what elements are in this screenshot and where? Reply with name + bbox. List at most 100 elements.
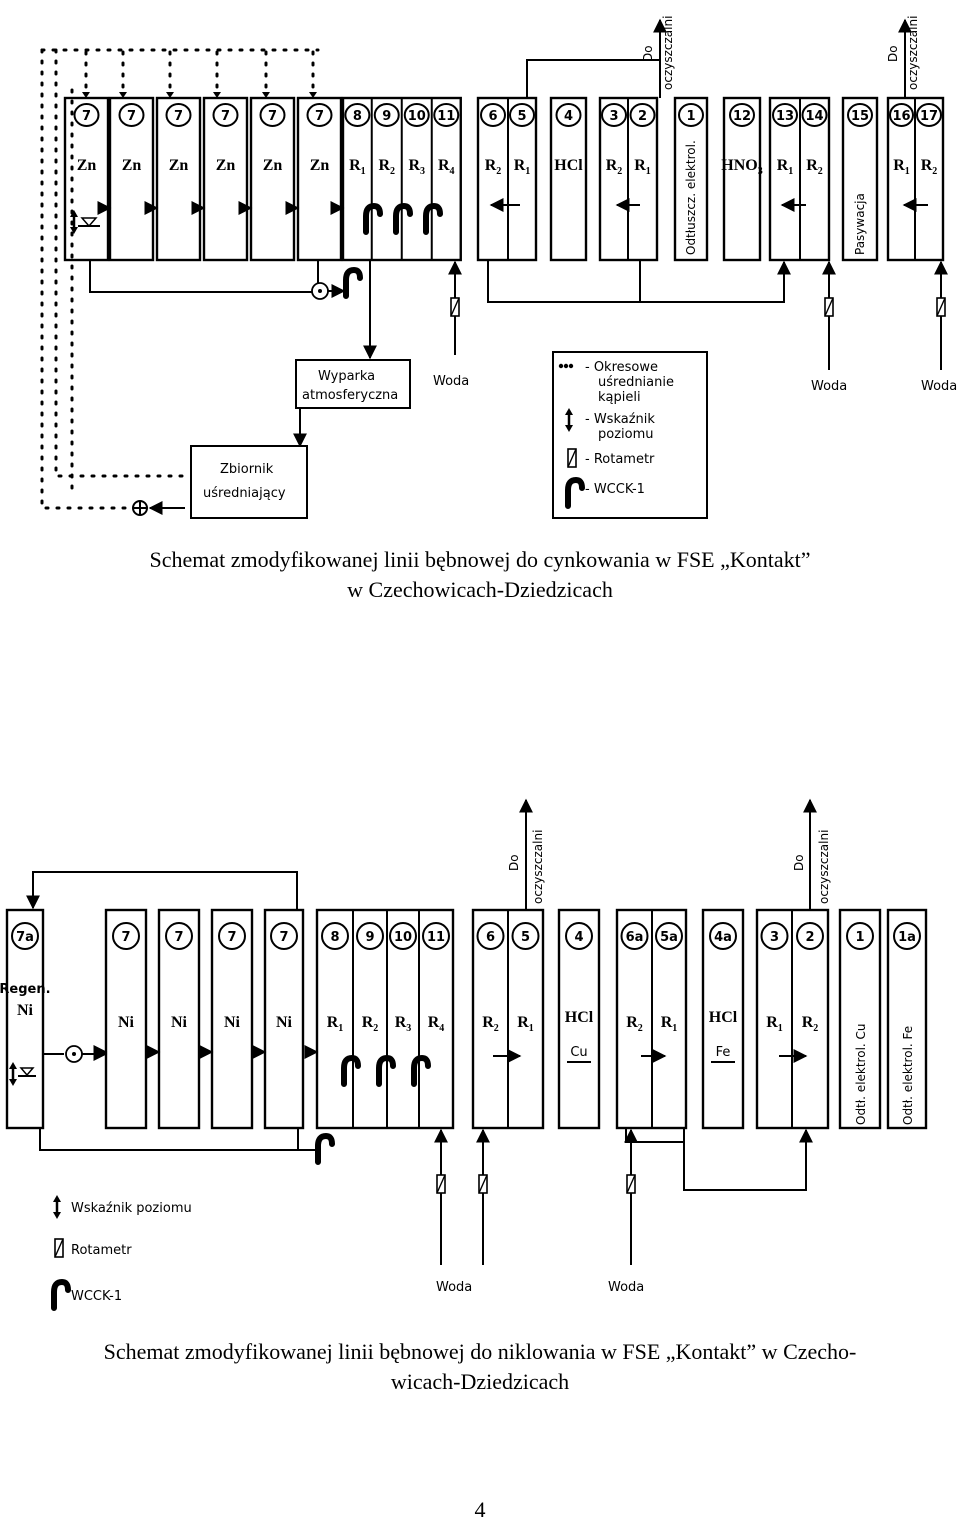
tank-number: 4 (574, 930, 583, 945)
wcck-icon (393, 202, 413, 235)
tank-number: 13 (776, 109, 794, 124)
tank-group (841, 96, 879, 262)
tank-group (673, 96, 709, 262)
tank-number: 3 (770, 930, 779, 945)
zinc-caption-line2: w Czechowicach-Dziedzicach (347, 577, 613, 602)
level-down-head (565, 425, 573, 432)
tank-number: 12 (733, 109, 751, 124)
rotameter-float (450, 297, 460, 317)
bath-label: Zn (77, 157, 97, 174)
level-marker (19, 1067, 35, 1077)
bath-label: R1 (634, 157, 651, 177)
tank-vertical-label: Odtł. elektrol. Fe (901, 1026, 915, 1125)
tank-number: 5 (521, 930, 530, 945)
dotted-arrowhead (119, 92, 127, 98)
bath-label: R2 (921, 157, 938, 177)
tank-number: 4a (714, 930, 732, 945)
pump-icon (311, 282, 329, 300)
tank-number-circle (321, 922, 349, 950)
tank-number-circle (601, 103, 627, 127)
legend-rotameter-label: Rotametr (71, 1243, 132, 1258)
tank-number: 2 (805, 930, 814, 945)
bath-label: R3 (395, 1014, 412, 1034)
tank-number-circle (655, 922, 683, 950)
tank-number-circle (709, 922, 737, 950)
tank-group (838, 908, 882, 1130)
bath-label: R2 (606, 157, 623, 177)
tank-group (249, 96, 296, 262)
tank-number: 9 (365, 930, 374, 945)
level-up-head (53, 1195, 61, 1202)
bath-label: R1 (349, 157, 366, 177)
tank-number: 11 (437, 109, 455, 124)
tank-number-circle (801, 103, 828, 127)
zinc-line-diagram: 7Zn7Zn7Zn7Zn7Zn7Zn8R19R210R311R46R25R14H… (40, 16, 957, 519)
tank-number-circle (356, 922, 384, 950)
tank-group (104, 908, 148, 1130)
tank-vertical-label: Odtłuszcz. elektrol. (684, 140, 698, 255)
tank-number-circle (165, 922, 193, 950)
tank-group (63, 96, 110, 262)
tank-number-circle (165, 103, 192, 127)
wcck-icon (376, 1054, 396, 1087)
rotameter-float (936, 297, 946, 317)
tank-number-circle (678, 103, 704, 127)
bath-label: R2 (802, 1014, 819, 1034)
tank-number: 7 (174, 930, 183, 945)
bath-label: R4 (438, 157, 455, 177)
bath-label: HCl (565, 1009, 594, 1026)
pump-center (318, 289, 322, 293)
bath-label: R4 (428, 1014, 445, 1034)
nickel-caption-line2: wicach-Dziedzicach (390, 1369, 570, 1394)
rotameter-float (478, 1174, 488, 1194)
tank-number: 2 (638, 109, 647, 124)
tank-number-circle (403, 103, 430, 127)
tank-number-circle (480, 103, 506, 127)
bath-label: Zn (216, 157, 236, 174)
dotted-arrowhead (309, 92, 317, 98)
tank-number-circle (555, 103, 582, 127)
collection-pipe (39, 1128, 318, 1151)
tank-number-circle (620, 922, 649, 950)
bath-label: HNO3 (721, 157, 762, 177)
bath-label: R1 (766, 1014, 783, 1034)
tank-number: 8 (330, 930, 339, 945)
evaporator-label-1: Wyparka (318, 369, 375, 384)
water-label: Woda (436, 1280, 472, 1295)
level-indicator-icon (9, 1062, 17, 1086)
tank-number: 15 (851, 109, 869, 124)
tank-number-circle (846, 922, 874, 950)
tank-group (549, 96, 588, 262)
water-label: Woda (433, 374, 469, 389)
nickel-line-diagram: 7aRegen.Ni7Ni7Ni7Ni7Ni8R19R210R311R46R25… (0, 798, 928, 1311)
wcck-icon (565, 476, 585, 509)
rotameter-float (54, 1238, 64, 1258)
level-marker (80, 217, 98, 228)
tank-group (557, 908, 601, 1130)
bath-label: Ni (171, 1014, 188, 1031)
tank-number: 10 (408, 109, 426, 124)
bath-label: Zn (122, 157, 142, 174)
tank-number: 5a (660, 930, 678, 945)
averaging-tank-box (190, 445, 308, 519)
level-down-head (70, 227, 78, 234)
tank-number: 1 (855, 930, 864, 945)
rotameter-icon (436, 1174, 446, 1194)
tank-number: 6 (486, 930, 495, 945)
bath-label: R1 (661, 1014, 678, 1034)
tank-box-label-1: Zbiornik (220, 462, 274, 477)
rinse-connection-pipe (487, 260, 791, 303)
level-indicator-icon (53, 1195, 61, 1219)
tank-number-circle (729, 103, 755, 127)
tank-number-circle (772, 103, 798, 127)
tank-number-circle (509, 103, 535, 127)
level-up-head (70, 210, 78, 217)
tank-group (108, 96, 155, 262)
bath-label: HCl (554, 157, 583, 174)
level-down-head (9, 1079, 17, 1086)
water-label: Woda (608, 1280, 644, 1295)
wcck-icon (411, 1054, 431, 1087)
zinc-caption-line1: Schemat zmodyfikowanej linii bębnowej do… (149, 547, 811, 572)
bath-label: Zn (263, 157, 283, 174)
